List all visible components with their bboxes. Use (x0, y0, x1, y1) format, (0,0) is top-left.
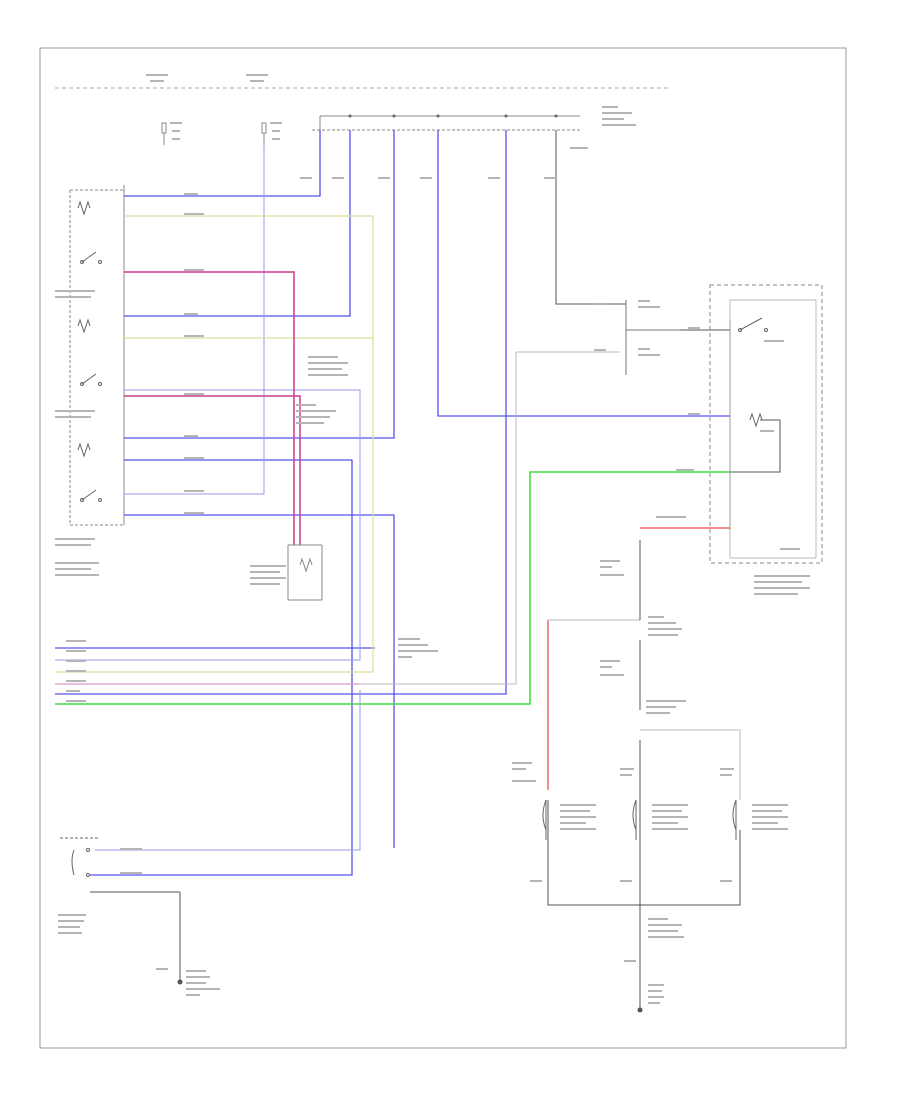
top-right-relay-labels (638, 300, 660, 356)
left-unit-labels (55, 290, 99, 576)
pink-wires (124, 271, 301, 545)
right-control-module-inner (729, 299, 817, 559)
bottom-switches (542, 799, 737, 840)
switch-icons-left (77, 200, 102, 502)
fuse-labels (170, 122, 282, 140)
ground-bottom-right (637, 1007, 643, 1013)
top-connector-label (570, 106, 636, 149)
fuse-1 (161, 122, 167, 145)
fuse-2 (261, 122, 267, 145)
yellow-wires (55, 215, 374, 673)
dark-wires (90, 130, 781, 1010)
green-wire (55, 471, 730, 705)
bottom-left-sensor (60, 837, 100, 877)
diagram-frame (39, 47, 847, 1049)
top-right-relay (625, 300, 680, 375)
light-blue-wires (55, 145, 361, 851)
right-module-labels (754, 340, 810, 595)
blue-wires (55, 130, 730, 876)
bottom-right-labels (512, 560, 788, 1004)
red-wire (547, 527, 730, 790)
right-control-module (709, 284, 823, 564)
center-labels (250, 356, 438, 658)
center-connector (287, 544, 323, 601)
top-connector (312, 115, 580, 131)
top-label-blocks (146, 74, 268, 82)
top-connector-pins (348, 114, 558, 118)
bottom-left-labels (58, 848, 220, 996)
relay-switch-icon (738, 317, 768, 428)
gray-wires (360, 351, 741, 800)
wire-tags (66, 177, 700, 702)
ground-bottom-left (177, 979, 183, 985)
left-control-unit (69, 185, 125, 526)
